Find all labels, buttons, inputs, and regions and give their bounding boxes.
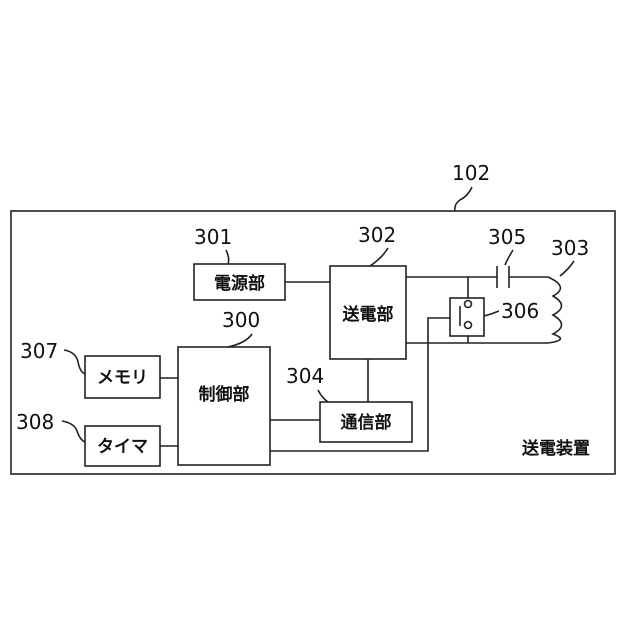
switch-icon: [450, 298, 484, 336]
controller-ref: 300: [222, 308, 260, 332]
memory-ref: 307: [20, 339, 58, 363]
communicator-label: 通信部: [341, 412, 392, 433]
capacitor-ref: 305: [488, 225, 526, 249]
controller-block: [178, 347, 270, 465]
coil-ref: 303: [551, 236, 589, 260]
controller-label: 制御部: [199, 384, 250, 405]
timer-ref: 308: [16, 410, 54, 434]
power-source-label: 電源部: [214, 273, 265, 294]
memory-label: メモリ: [97, 368, 148, 388]
device-ref: 102: [452, 161, 490, 185]
power-source-ref: 301: [194, 225, 232, 249]
device-ref-leader: [455, 187, 472, 211]
communicator-ref: 304: [286, 364, 324, 388]
device-label: 送電装置: [522, 438, 590, 459]
switch-ref: 306: [501, 299, 539, 323]
power-transmitter-label: 送電部: [343, 304, 394, 325]
timer-label: タイマ: [97, 437, 148, 457]
power-transmitter-ref: 302: [358, 223, 396, 247]
